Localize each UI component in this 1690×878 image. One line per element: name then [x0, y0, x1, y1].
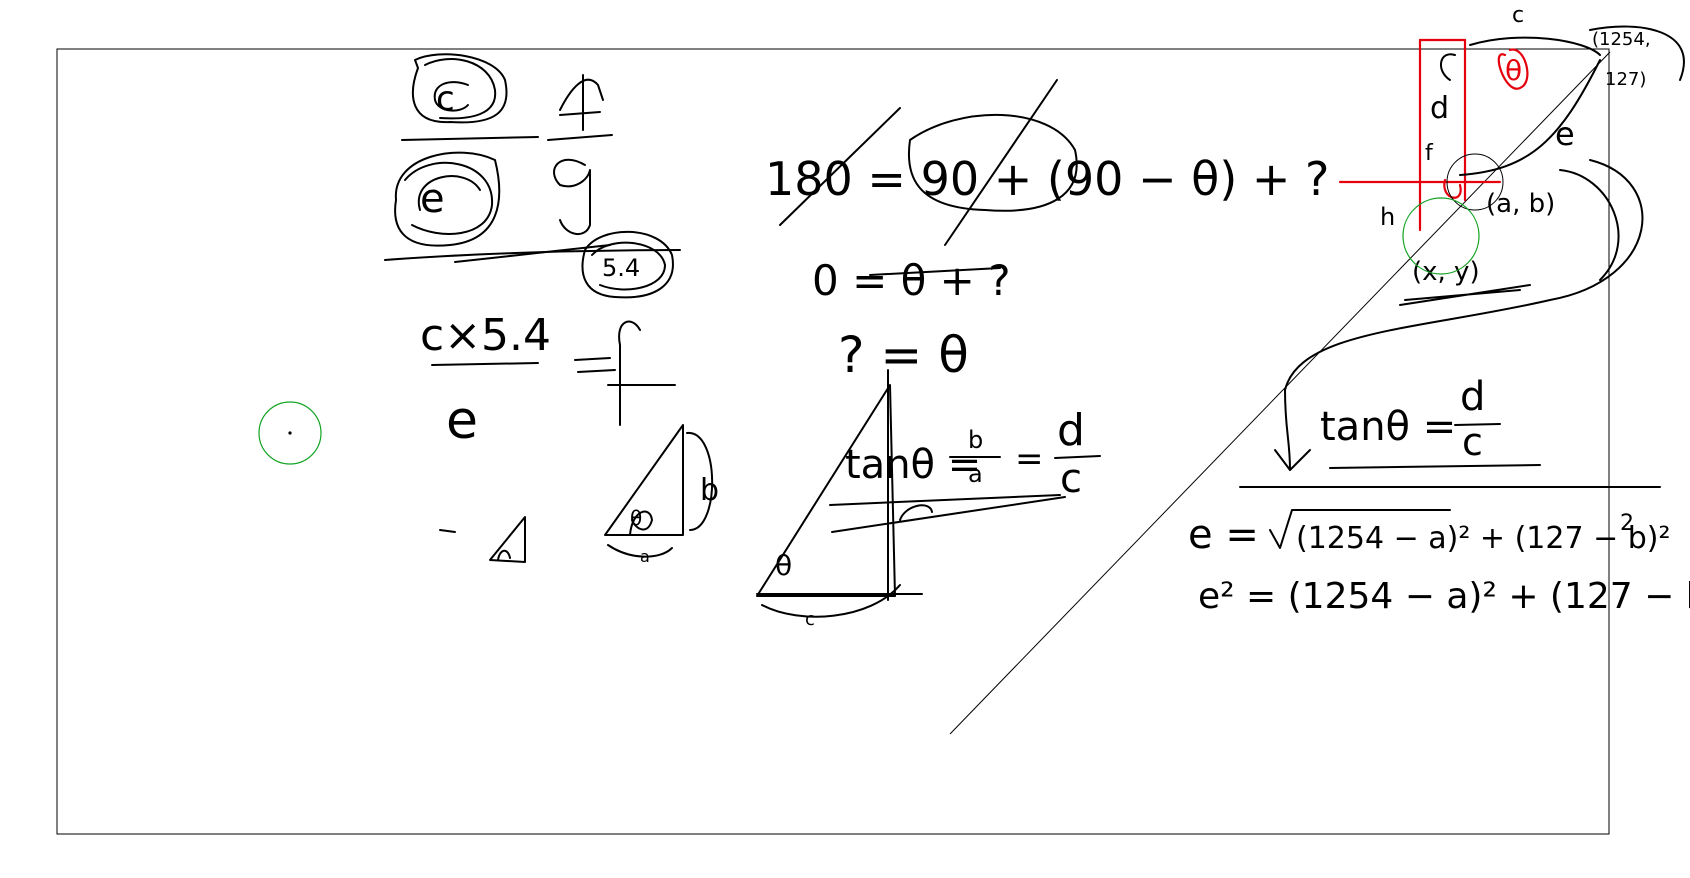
e-right: e [1555, 115, 1575, 153]
right-annotations: θ c (1254, 127) d f h (a, b) (x, y) e ta… [1188, 3, 1690, 617]
e-squared-equation: e² = (1254 − a)² + (127 − b)² [1198, 576, 1690, 617]
right-triangle-middle: θ b a [604, 424, 719, 566]
top-c: c [1512, 3, 1524, 28]
d-label: d [1430, 91, 1449, 126]
equation-c-times-54: c×5.4 e [420, 310, 676, 451]
exponent-2: 2 [1620, 511, 1634, 536]
equals-sign: = [1015, 439, 1044, 479]
big-theta-label: θ [775, 549, 792, 582]
brush-cursor-secondary-icon [1402, 197, 1480, 275]
number-5-4: 5.4 [602, 254, 640, 282]
side-a-label: a [640, 547, 650, 566]
small-triangle-left [439, 516, 526, 563]
diagonal-line [949, 51, 1611, 735]
side-b-label: b [700, 473, 719, 508]
h-label: h [1380, 203, 1395, 231]
letter-e-denominator: e [446, 391, 478, 451]
coord-top: (1254, [1592, 29, 1651, 50]
coord-top2: 127) [1605, 69, 1646, 90]
side-c-label: c [805, 609, 815, 630]
frac-a: a [968, 460, 983, 488]
equation-180: 180 = 90 + (90 − θ) + ? [765, 79, 1329, 246]
fraction-f-over-g [547, 74, 613, 235]
right-d: d [1460, 374, 1485, 420]
theta-label: θ [630, 506, 642, 530]
fraction-c-over-e: c e [394, 53, 539, 247]
tan-right: tanθ = [1320, 404, 1456, 450]
eq-180: 180 = 90 + (90 − θ) + ? [765, 152, 1329, 206]
letter-e: e [420, 176, 445, 222]
frac-c: c [1060, 456, 1082, 502]
eq-0: 0 = θ + ? [812, 256, 1011, 305]
tan-left: tanθ = [845, 442, 981, 488]
large-triangle: θ c [756, 369, 1066, 630]
point-ab: (a, b) [1486, 189, 1555, 219]
eq-q-theta: ? = θ [838, 326, 969, 384]
page-frame [56, 48, 1610, 835]
f-label: f [1425, 141, 1434, 166]
right-c: c [1462, 420, 1483, 464]
e-equals: e = [1188, 512, 1259, 558]
product-expression: c×5.4 [420, 310, 551, 361]
equation-q-theta: ? = θ [838, 326, 969, 384]
sqrt-expression: (1254 − a)² + (127 − b)² [1296, 521, 1671, 556]
letter-c: c [436, 79, 455, 119]
frac-b: b [968, 426, 983, 454]
equation-0: 0 = θ + ? [812, 256, 1011, 305]
tan-equation-middle: tanθ = b a = d c [845, 405, 1101, 502]
frac-d: d [1057, 405, 1085, 456]
circled-5-4: 5.4 [384, 230, 681, 299]
brush-cursor-icon [258, 401, 322, 465]
red-theta: θ [1505, 54, 1522, 87]
